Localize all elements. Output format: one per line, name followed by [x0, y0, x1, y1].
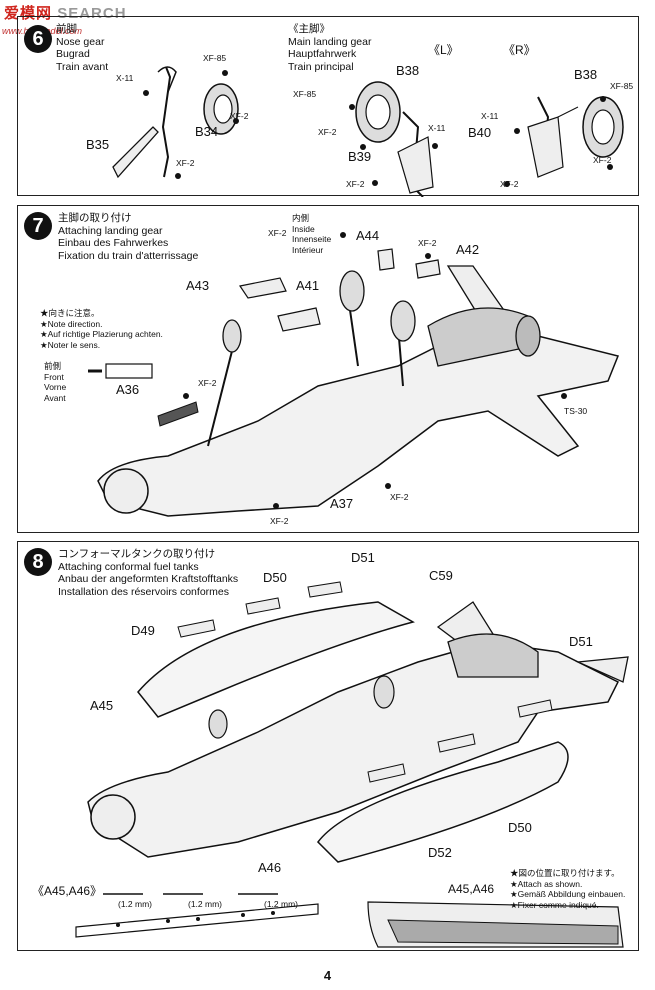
part-label: X-11	[481, 111, 499, 121]
part-label: TS-30	[564, 406, 588, 416]
step7-drawing	[88, 232, 620, 517]
step6-drawing	[112, 66, 624, 197]
part-label: D50	[263, 570, 287, 585]
part-label: A42	[456, 242, 480, 257]
part-label: XF-2	[230, 111, 249, 121]
part-label: X-11	[428, 123, 446, 133]
page-number: 4	[323, 968, 332, 983]
left-label: 《L》	[428, 43, 459, 57]
part-label: B38	[396, 63, 420, 78]
part-label: B39	[348, 149, 372, 164]
detail-title: 《A45,A46》	[32, 884, 103, 898]
part-label: XF-85	[293, 89, 317, 99]
part-label: A46	[258, 860, 282, 875]
watermark: 爱模网 SEARCH	[4, 5, 127, 22]
part-label: XF-2	[318, 127, 337, 137]
step8-drawing	[75, 581, 629, 948]
part-label: B40	[468, 125, 492, 140]
direction-note: ★向きに注意。★Note direction.★Auf richtige Pla…	[40, 308, 163, 350]
attach-note: ★図の位置に取り付けます。★Attach as shown.★Gemäß Abb…	[510, 868, 626, 910]
part-label: XF-2	[198, 378, 217, 388]
part-label: XF-2	[390, 492, 409, 502]
step6-number: 6	[24, 25, 52, 53]
part-label: B34	[195, 124, 219, 139]
part-label: A43	[186, 278, 210, 293]
part-label: A44	[356, 228, 380, 243]
right-label: 《R》	[503, 43, 536, 57]
part-label: A41	[296, 278, 320, 293]
part-label: D52	[428, 845, 452, 860]
part-label: A37	[330, 496, 354, 511]
part-label: XF-2	[593, 155, 612, 165]
part-label: A45	[90, 698, 114, 713]
step7-number: 7	[24, 212, 52, 240]
part-label: B38	[574, 67, 598, 82]
part-label: XF-2	[500, 179, 519, 189]
part-label: A36	[116, 382, 140, 397]
part-label: D51	[351, 550, 375, 565]
part-label: XF-85	[610, 81, 634, 91]
detail2-label: A45,A46	[448, 882, 495, 896]
drill-size: (1.2 mm)	[188, 899, 222, 909]
part-label: C59	[429, 568, 453, 583]
part-label: D50	[508, 820, 532, 835]
drill-size: (1.2 mm)	[264, 899, 298, 909]
part-label: B35	[86, 137, 110, 152]
part-label: XF-2	[346, 179, 365, 189]
part-label: XF-2	[270, 516, 289, 526]
part-label: XF-85	[203, 53, 227, 63]
part-label: X-11	[116, 73, 134, 83]
part-label: D49	[131, 623, 155, 638]
part-label: XF-2	[418, 238, 437, 248]
part-label: D51	[569, 634, 593, 649]
part-label: XF-2	[176, 158, 195, 168]
drill-size: (1.2 mm)	[118, 899, 152, 909]
inside-color: XF-2	[268, 228, 287, 238]
step8-number: 8	[24, 548, 52, 576]
